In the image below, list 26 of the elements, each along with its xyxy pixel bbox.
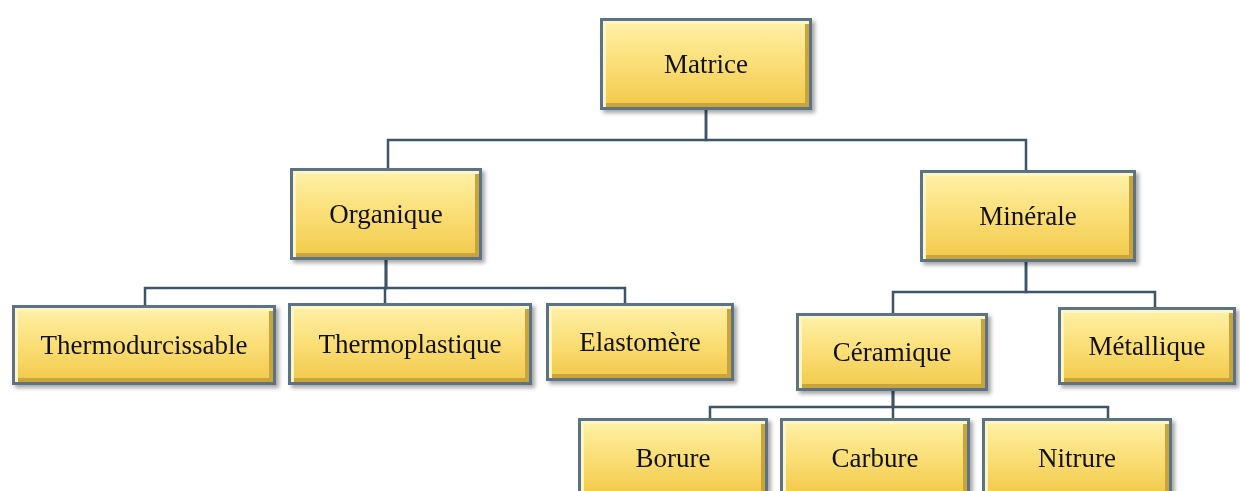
category-label: Organique xyxy=(329,198,443,230)
category-box xyxy=(12,305,276,385)
category-box xyxy=(982,418,1172,491)
connector-line xyxy=(704,110,1028,170)
category-label: Nitrure xyxy=(1038,442,1116,474)
category-box xyxy=(600,18,812,110)
category-box xyxy=(288,303,532,385)
category-box xyxy=(290,168,482,260)
category-box xyxy=(578,418,768,491)
category-box xyxy=(796,313,988,391)
category-box xyxy=(1058,307,1236,385)
category-label: Céramique xyxy=(832,336,952,368)
category-box xyxy=(920,170,1136,262)
connector-line xyxy=(384,260,627,303)
category-label: Elastomère xyxy=(579,326,701,358)
category-label: Thermoplastique xyxy=(318,328,502,360)
category-label: Matrice xyxy=(664,48,748,80)
connector-line xyxy=(1024,262,1157,307)
category-label: Métallique xyxy=(1088,330,1206,362)
category-box xyxy=(780,418,970,491)
category-label: Carbure xyxy=(831,442,919,474)
category-label: Minérale xyxy=(979,200,1077,232)
category-label: Thermodurcissable xyxy=(40,329,248,361)
connector-line xyxy=(891,391,1110,418)
category-label: Borure xyxy=(635,442,711,474)
category-box xyxy=(546,303,734,381)
